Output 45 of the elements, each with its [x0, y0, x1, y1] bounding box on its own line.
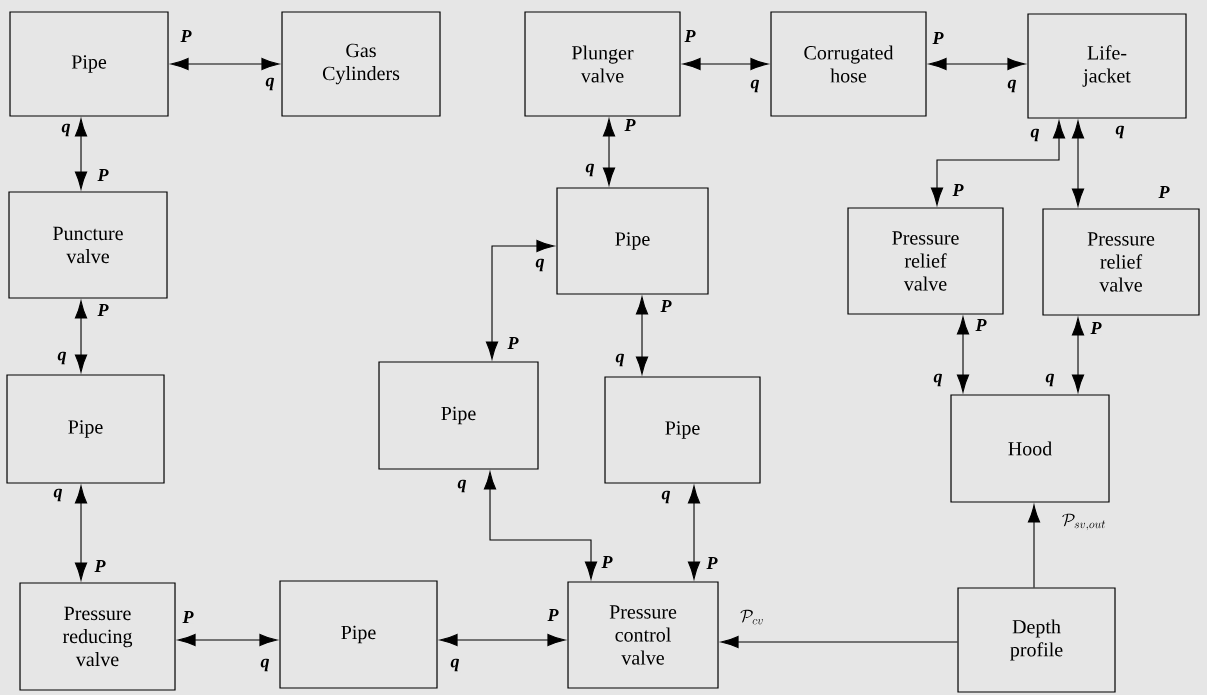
process-box: Corrugated hose: [770, 11, 927, 117]
process-box: Pipe: [9, 11, 169, 117]
arrow: [956, 316, 970, 393]
arrow: [74, 485, 88, 581]
arrow: [1071, 317, 1085, 393]
process-box: Pressure reducing valve: [19, 582, 176, 691]
variable-label: q: [584, 162, 596, 178]
process-box: Life-jacket: [1027, 13, 1187, 119]
variable-label: q: [264, 76, 276, 92]
arrow: [485, 239, 555, 360]
variable-label: q: [1029, 127, 1041, 143]
variable-label: q: [1006, 78, 1018, 94]
variable-label: q: [56, 350, 68, 366]
arrow: [687, 485, 701, 580]
variable-label: q: [932, 372, 944, 388]
process-box: Hood: [950, 394, 1110, 503]
arrow: [170, 57, 280, 71]
process-box: Plunger valve: [524, 11, 681, 117]
arrow: [483, 471, 598, 580]
variable-label: q: [60, 122, 72, 138]
process-box: Pressure control valve: [567, 581, 719, 689]
process-box: Pipe: [556, 187, 709, 295]
process-box: Gas Cylinders: [281, 11, 441, 117]
arrow: [635, 296, 649, 375]
process-box: Pipe: [604, 376, 761, 484]
variable-label: q: [534, 257, 546, 273]
arrow: [74, 300, 88, 373]
arrow: [1027, 504, 1041, 588]
process-box: Pipe: [279, 580, 438, 689]
arrow: [439, 633, 566, 647]
arrow: [177, 633, 278, 647]
arrow: [928, 57, 1026, 71]
process-box: Pressure relief valve: [1042, 208, 1200, 316]
arrow: [74, 118, 88, 190]
arrow: [602, 118, 616, 186]
process-box: Pressure relief valve: [847, 207, 1004, 315]
process-box: Pipe: [6, 374, 165, 484]
process-box: Puncture valve: [8, 191, 168, 299]
process-box: Depth profile: [957, 587, 1116, 693]
arrow: [720, 635, 958, 649]
variable-label: q: [749, 78, 761, 94]
arrow: [930, 120, 1066, 206]
process-box: Pipe: [378, 361, 539, 470]
arrow: [1071, 120, 1085, 207]
arrow: [682, 57, 769, 71]
